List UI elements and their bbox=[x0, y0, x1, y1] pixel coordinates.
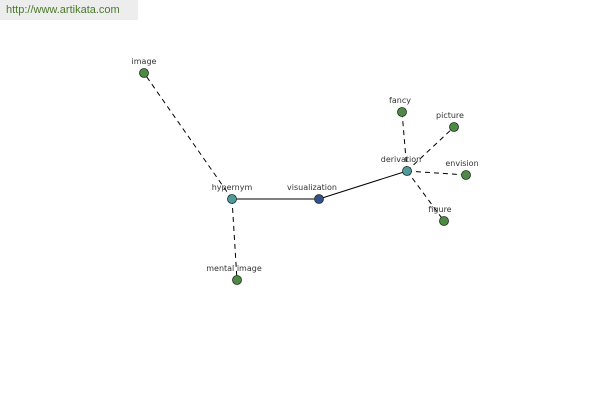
node-circle-envision[interactable] bbox=[461, 170, 471, 180]
node-derivation[interactable]: derivation bbox=[381, 155, 421, 176]
edge-visualization-derivation bbox=[318, 170, 408, 200]
node-label-figure: figure bbox=[428, 205, 451, 214]
edge-derivation-figure bbox=[406, 170, 445, 222]
edge-derivation-picture bbox=[406, 126, 455, 172]
nodes-layer: visualization hypernym derivation image ment… bbox=[132, 57, 479, 285]
node-mental-image[interactable]: mental image bbox=[206, 264, 262, 285]
node-circle-visualization[interactable] bbox=[314, 194, 324, 204]
node-fancy[interactable]: fancy bbox=[389, 96, 411, 117]
node-label-picture: picture bbox=[436, 111, 464, 120]
node-label-derivation: derivation bbox=[381, 155, 421, 164]
node-picture[interactable]: picture bbox=[436, 111, 464, 132]
node-hypernym[interactable]: hypernym bbox=[212, 183, 253, 204]
node-figure[interactable]: figure bbox=[428, 205, 452, 226]
node-label-visualization: visualization bbox=[287, 183, 337, 192]
node-label-hypernym: hypernym bbox=[212, 183, 253, 192]
node-label-image: image bbox=[132, 57, 157, 66]
node-circle-figure[interactable] bbox=[439, 216, 449, 226]
edge-hypernym-image bbox=[143, 72, 233, 200]
edge-derivation-fancy bbox=[401, 111, 408, 172]
node-circle-hypernym[interactable] bbox=[227, 194, 237, 204]
node-visualization[interactable]: visualization bbox=[287, 183, 337, 204]
node-circle-derivation[interactable] bbox=[402, 166, 412, 176]
edges-layer bbox=[143, 72, 467, 281]
node-circle-fancy[interactable] bbox=[397, 107, 407, 117]
edge-derivation-envision bbox=[406, 170, 467, 176]
node-envision[interactable]: envision bbox=[445, 159, 479, 180]
node-label-fancy: fancy bbox=[389, 96, 411, 105]
node-image[interactable]: image bbox=[132, 57, 157, 78]
site-watermark[interactable]: http://www.artikata.com bbox=[0, 0, 138, 20]
node-circle-image[interactable] bbox=[139, 68, 149, 78]
node-label-mental-image: mental image bbox=[206, 264, 262, 273]
node-label-envision: envision bbox=[445, 159, 478, 168]
node-circle-mental-image[interactable] bbox=[232, 275, 242, 285]
node-circle-picture[interactable] bbox=[449, 122, 459, 132]
edge-hypernym-mental_image bbox=[231, 198, 238, 281]
